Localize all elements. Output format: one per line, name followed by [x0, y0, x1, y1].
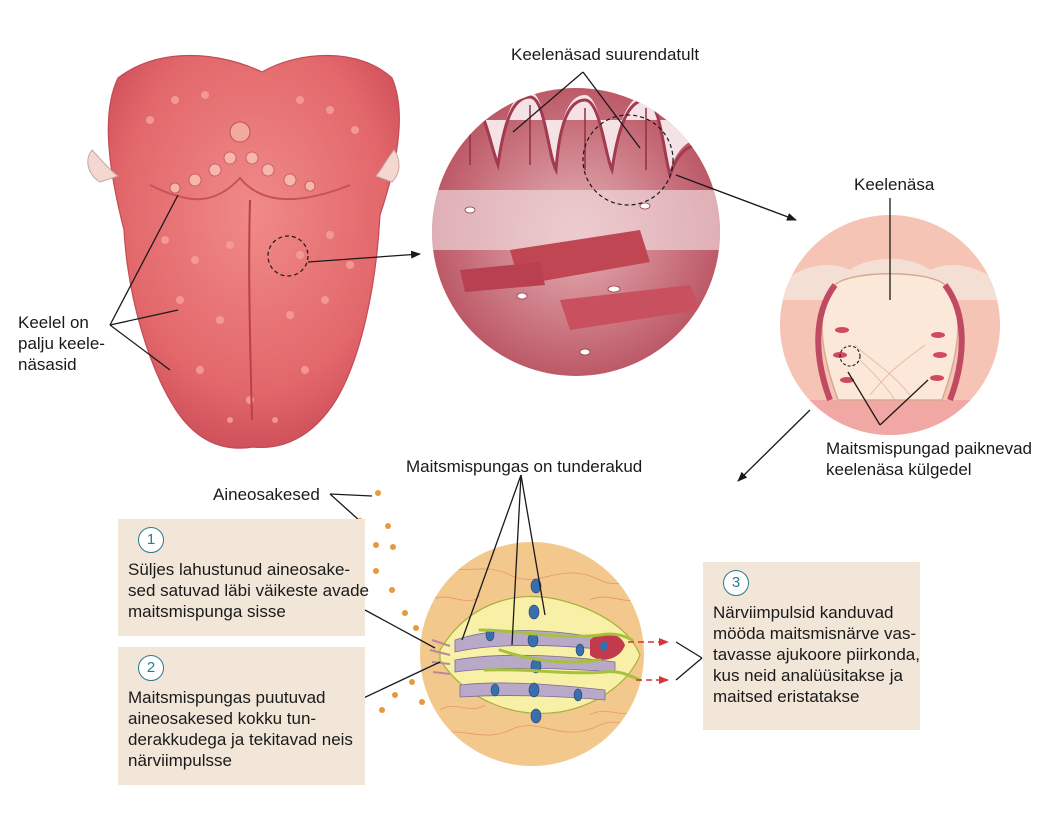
step-2-line-2: aineosakesed kokku tun-: [128, 709, 317, 728]
step-3-box: 3 Närviimpulsid kanduvad mööda maitsmisn…: [703, 562, 920, 730]
papillae-enlarged-label: Keelenäsad suurendatult: [511, 45, 700, 64]
step-3-line-5: maitsed eristatakse: [713, 687, 860, 706]
step-1-line-1: Süljes lahustunud aineosake-: [128, 560, 351, 579]
papilla-illustration: [780, 198, 1000, 435]
step-2-line-3: derakkudega ja tekitavad neis: [128, 730, 353, 749]
step-3-line-3: tavasse ajukoore piirkonda,: [713, 645, 920, 664]
step-3-line-2: mööda maitsmisnärve vas-: [713, 624, 917, 643]
papilla-label: Keelenäsa: [854, 175, 935, 194]
step-1-box: 1 Süljes lahustunud aineosake- sed satuv…: [118, 519, 369, 636]
step-3-line-4: kus neid analüüsitakse ja: [713, 666, 903, 685]
tongue-label: Keelel on palju keele- näsasid: [18, 312, 105, 375]
step-2-line-4: närviimpulsse: [128, 751, 232, 770]
taste-bud-illustration: [420, 542, 644, 766]
tongue-label-line-2: palju keele-: [18, 334, 105, 353]
step-2-line-1: Maitsmispungas puutuvad: [128, 688, 326, 707]
step-1-number: 1: [138, 527, 164, 553]
step-2-box: 2 Maitsmispungas puutuvad aineosakesed k…: [118, 647, 365, 785]
step-1-line-3: maitsmispunga sisse: [128, 602, 286, 621]
step-3-line-1: Närviimpulsid kanduvad: [713, 603, 894, 622]
step-1-line-2: sed satuvad läbi väikeste avade: [128, 581, 369, 600]
taste-buds-location-line-1: Maitsmispungad paiknevad: [826, 439, 1033, 458]
receptor-cells-label: Maitsmispungas on tunderakud: [406, 457, 643, 476]
tongue-illustration: [87, 54, 400, 449]
tongue-label-line-1: Keelel on: [18, 313, 89, 332]
step-2-number: 2: [138, 655, 164, 681]
particles-label: Aineosakesed: [213, 485, 320, 504]
tissue-section-illustration: [432, 88, 720, 376]
taste-buds-location-line-2: keelenäsa külgedel: [826, 460, 972, 479]
step-3-number: 3: [723, 570, 749, 596]
tongue-label-line-3: näsasid: [18, 355, 77, 374]
taste-buds-location-label: Maitsmispungad paiknevad keelenäsa külge…: [826, 438, 1032, 480]
